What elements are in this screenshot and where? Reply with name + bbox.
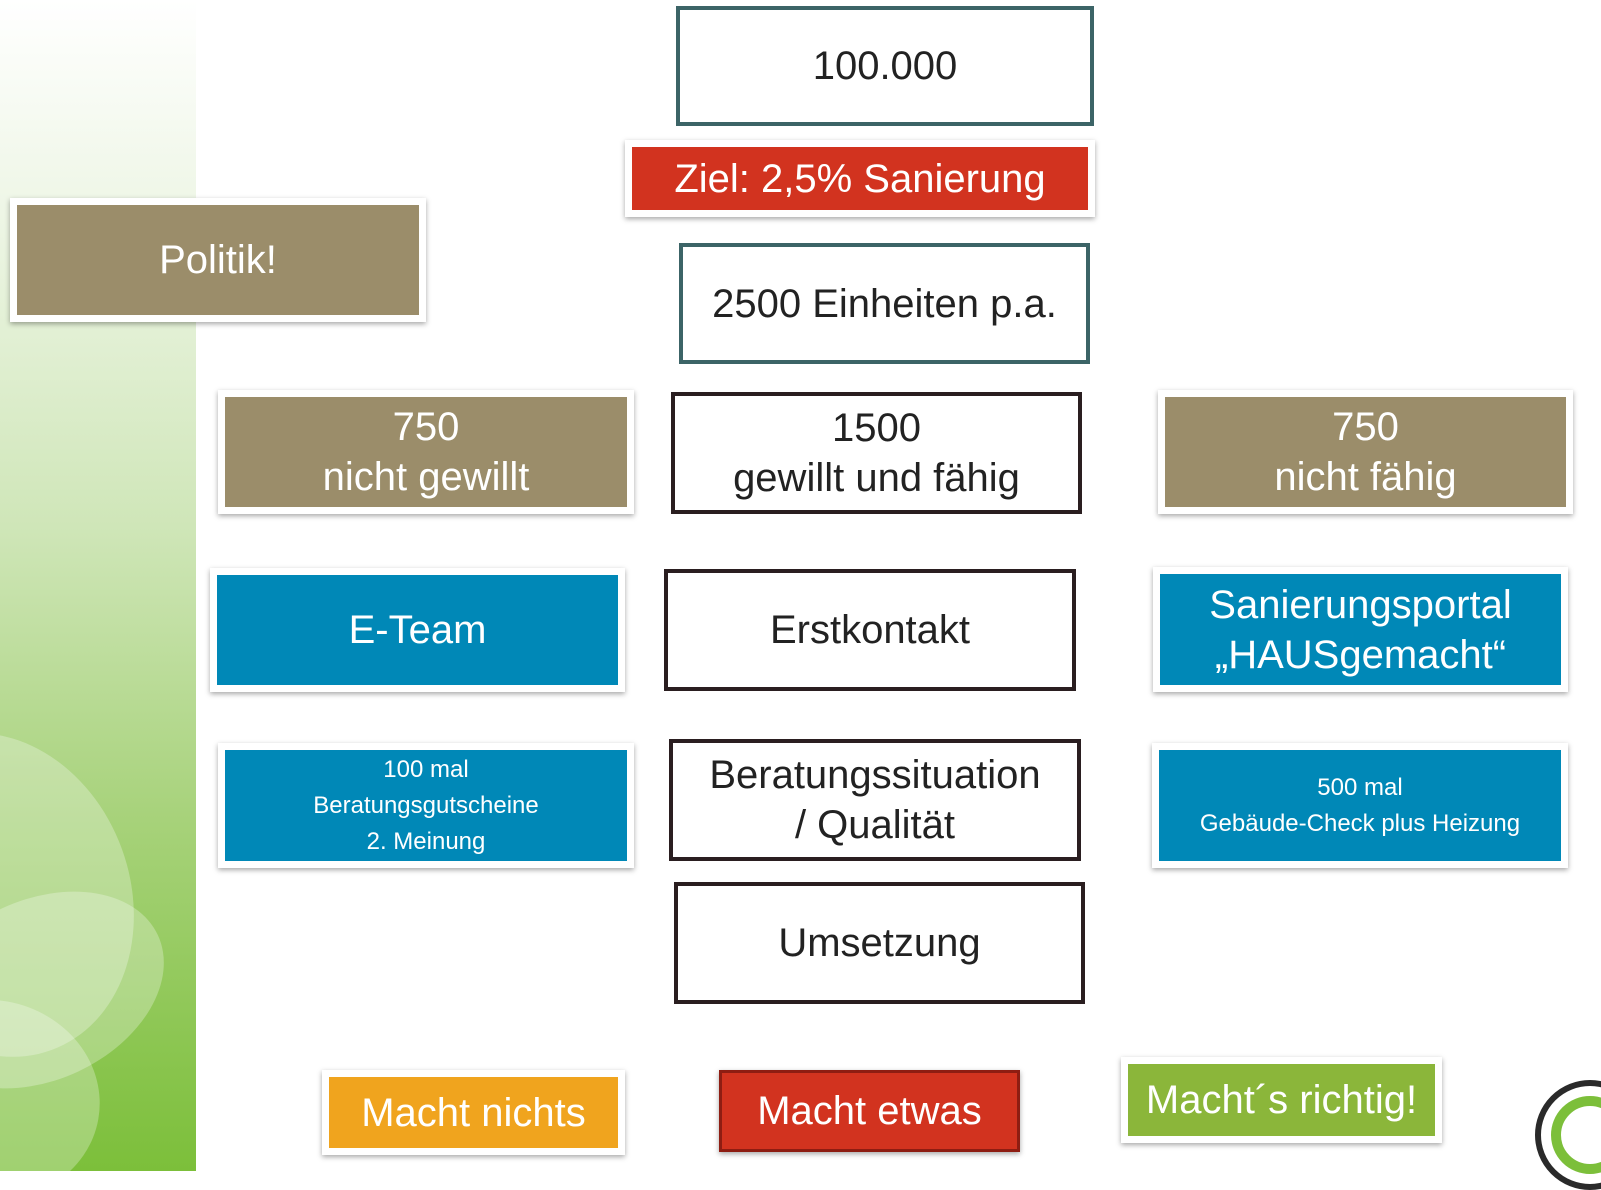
not-willing-count: 750 bbox=[392, 405, 460, 449]
first-contact-box: Erstkontakt bbox=[664, 569, 1076, 691]
vouchers-line1: 100 mal bbox=[383, 755, 469, 783]
consulting-quality-line2: / Qualität bbox=[794, 803, 956, 847]
does-nothing-text: Macht nichts bbox=[361, 1090, 586, 1135]
not-able-box: 750 nicht fähig bbox=[1158, 390, 1573, 514]
not-willing-box: 750 nicht gewillt bbox=[218, 390, 634, 514]
building-check-line2: Gebäude-Check plus Heizung bbox=[1199, 809, 1521, 837]
not-able-label: nicht fähig bbox=[1274, 455, 1457, 499]
does-something-box: Macht etwas bbox=[719, 1070, 1020, 1152]
politik-box: Politik! bbox=[10, 198, 426, 322]
does-it-right-text: Macht´s richtig! bbox=[1145, 1078, 1418, 1122]
units-text: 2500 Einheiten p.a. bbox=[712, 281, 1057, 326]
renovation-portal-box: Sanierungsportal „HAUSgemacht“ bbox=[1153, 567, 1568, 692]
decorative-sidebar bbox=[0, 0, 196, 1171]
does-nothing-box: Macht nichts bbox=[322, 1070, 625, 1155]
willing-able-count: 1500 bbox=[832, 406, 921, 450]
logo-emblem bbox=[1535, 1080, 1601, 1190]
politik-text: Politik! bbox=[159, 238, 277, 282]
not-able-count: 750 bbox=[1332, 405, 1399, 449]
vouchers-box: 100 mal Beratungsgutscheine 2. Meinung bbox=[218, 743, 634, 868]
building-check-line1: 500 mal bbox=[1317, 773, 1403, 801]
willing-able-label: gewillt und fähig bbox=[733, 456, 1020, 500]
e-team-text: E-Team bbox=[348, 608, 487, 652]
not-willing-label: nicht gewillt bbox=[322, 455, 530, 499]
implementation-box: Umsetzung bbox=[674, 882, 1085, 1004]
does-something-text: Macht etwas bbox=[757, 1089, 982, 1133]
goal-box: Ziel: 2,5% Sanierung bbox=[625, 140, 1095, 217]
vouchers-line2: Beratungsgutscheine bbox=[313, 791, 539, 819]
consulting-quality-line1: Beratungssituation bbox=[709, 753, 1041, 797]
renovation-portal-line1: Sanierungsportal bbox=[1209, 582, 1512, 627]
total-buildings-text: 100.000 bbox=[812, 44, 958, 88]
consulting-quality-box: Beratungssituation / Qualität bbox=[669, 739, 1081, 861]
first-contact-text: Erstkontakt bbox=[769, 608, 971, 652]
e-team-box: E-Team bbox=[210, 568, 625, 692]
renovation-portal-line2: „HAUSgemacht“ bbox=[1214, 632, 1507, 677]
total-buildings-box: 100.000 bbox=[676, 6, 1094, 126]
logo-ring-icon bbox=[1551, 1096, 1601, 1174]
implementation-text: Umsetzung bbox=[778, 921, 981, 965]
willing-able-box: 1500 gewillt und fähig bbox=[671, 392, 1082, 514]
building-check-box: 500 mal Gebäude-Check plus Heizung bbox=[1152, 743, 1568, 868]
vouchers-line3: 2. Meinung bbox=[366, 827, 486, 855]
does-it-right-box: Macht´s richtig! bbox=[1121, 1057, 1442, 1143]
units-box: 2500 Einheiten p.a. bbox=[679, 243, 1090, 364]
goal-text: Ziel: 2,5% Sanierung bbox=[674, 156, 1046, 201]
